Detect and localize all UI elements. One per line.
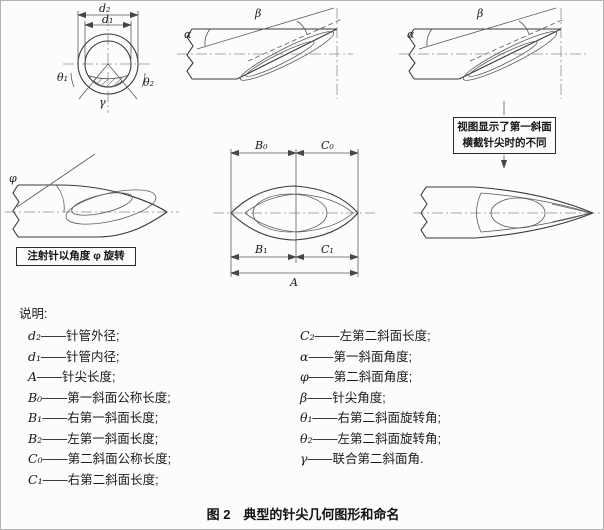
cross-section-view: d₂ d₁ θ₁ θ₂ γ: [57, 2, 154, 113]
rotation-note-box: 注射针以角度 φ 旋转: [16, 247, 136, 266]
legend-symbol: α: [300, 348, 309, 364]
needle-geometry-drawings: d₂ d₁ θ₁ θ₂ γ α β: [5, 2, 603, 289]
legend-symbol: A: [28, 369, 38, 384]
legend: 说明: d₂——针管外径; d₁——针管内径; A——针尖长度; B₀——第一斜…: [1, 297, 603, 490]
legend-symbol: B₁: [28, 410, 43, 425]
legend-item: θ₁——右第二斜面旋转角;: [300, 408, 595, 429]
legend-symbol: d₁: [28, 348, 42, 364]
legend-symbol: d₂: [28, 328, 42, 343]
legend-item: φ——第二斜面角度;: [300, 367, 595, 388]
view-note-box: 视图显示了第一斜面 横截针尖时的不同: [453, 117, 556, 154]
legend-desc: ——右第二斜面长度;: [42, 472, 159, 487]
legend-item: C₀——第二斜面公称长度;: [28, 449, 300, 470]
legend-item: C₁——右第二斜面长度;: [28, 470, 300, 491]
legend-item: θ₂——左第二斜面旋转角;: [300, 429, 595, 450]
view-note-line1: 视图显示了第一斜面: [457, 121, 552, 134]
legend-symbol: C₀: [28, 451, 43, 466]
legend-symbol: C₂: [300, 328, 315, 343]
legend-desc: ——针尖长度;: [37, 370, 116, 384]
plan-view-dimensioned: B₀ C₀ B₁ C₁ A: [213, 139, 375, 289]
label-A: A: [289, 276, 298, 289]
legend-item: C₂——左第二斜面长度;: [300, 326, 595, 347]
legend-desc: ——第二斜面角度;: [308, 370, 413, 384]
label-C0: C₀: [321, 139, 334, 152]
label-alpha: α: [184, 28, 192, 41]
legend-desc: ——第一斜面角度;: [308, 349, 412, 364]
label-alpha-2: α: [407, 28, 415, 41]
legend-item: B₀——第一斜面公称长度;: [28, 388, 300, 409]
legend-symbol: β: [300, 389, 308, 405]
legend-symbol: γ: [300, 451, 308, 466]
label-theta2: θ₂: [143, 76, 154, 89]
legend-desc: ——左第一斜面长度;: [42, 431, 159, 446]
side-view-second-bevel: α β: [399, 7, 587, 169]
legend-desc: ——右第一斜面长度;: [42, 411, 159, 425]
label-d2: d₂: [99, 2, 110, 15]
label-d1: d₁: [102, 13, 113, 26]
legend-symbol: B₂: [28, 430, 43, 446]
legend-symbol: φ: [300, 369, 309, 384]
legend-desc: ——左第二斜面长度;: [314, 329, 431, 343]
label-beta: β: [254, 7, 261, 20]
legend-desc: ——第一斜面公称长度;: [42, 390, 171, 405]
legend-desc: ——针尖角度;: [307, 390, 386, 405]
legend-desc: ——右第二斜面旋转角;: [312, 411, 442, 425]
label-B0: B₀: [254, 139, 268, 152]
legend-desc: ——针管内径;: [41, 349, 120, 364]
legend-item: γ——联合第二斜面角.: [300, 449, 595, 470]
legend-item: B₂——左第一斜面长度;: [28, 429, 300, 450]
legend-left-column: d₂——针管外径; d₁——针管内径; A——针尖长度; B₀——第一斜面公称长…: [28, 326, 300, 490]
plan-view-second-bevel: [413, 186, 603, 239]
rotated-side-view: φ: [5, 153, 179, 238]
legend-symbol: C₁: [28, 471, 43, 487]
legend-desc: ——针管外径;: [41, 329, 120, 343]
label-gamma: γ: [99, 96, 106, 109]
legend-title: 说明:: [19, 307, 48, 321]
rotation-note-text: 注射针以角度 φ 旋转: [27, 249, 125, 262]
legend-symbol: θ₂: [300, 430, 313, 446]
view-note-line2: 横截针尖时的不同: [462, 136, 547, 149]
label-C1: C₁: [321, 243, 334, 256]
figure-caption: 图 2 典型的针尖几何图形和命名: [206, 507, 400, 522]
legend-item: d₁——针管内径;: [28, 347, 300, 368]
label-B1: B₁: [254, 243, 268, 256]
side-view-first-bevel: α β: [177, 7, 353, 99]
legend-right-column: C₂——左第二斜面长度; α——第一斜面角度; φ——第二斜面角度; β——针尖…: [300, 326, 595, 490]
legend-item: α——第一斜面角度;: [300, 347, 595, 368]
legend-desc: ——左第二斜面旋转角;: [312, 431, 442, 446]
label-phi: φ: [9, 172, 17, 185]
legend-columns: d₂——针管外径; d₁——针管内径; A——针尖长度; B₀——第一斜面公称长…: [28, 326, 603, 490]
label-theta1: θ₁: [57, 71, 68, 84]
legend-symbol: θ₁: [300, 410, 313, 425]
legend-item: A——针尖长度;: [28, 367, 300, 388]
legend-item: β——针尖角度;: [300, 388, 595, 409]
legend-desc: ——联合第二斜面角.: [307, 452, 424, 466]
legend-item: d₂——针管外径;: [28, 326, 300, 347]
legend-desc: ——第二斜面公称长度;: [42, 452, 172, 466]
label-beta-2: β: [476, 7, 483, 20]
legend-symbol: B₀: [28, 389, 43, 405]
legend-item: B₁——右第一斜面长度;: [28, 408, 300, 429]
